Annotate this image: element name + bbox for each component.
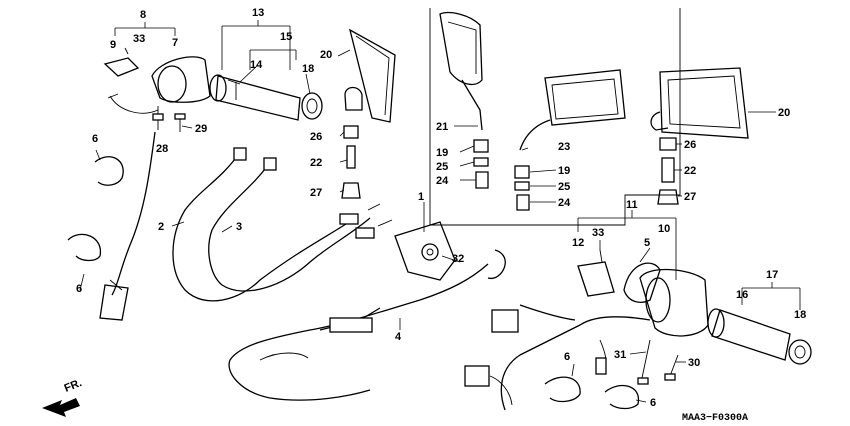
callout-18-left: 18	[302, 63, 314, 75]
right-grip	[707, 308, 812, 365]
callout-26-right: 26	[684, 139, 696, 151]
throttle-cables	[172, 147, 393, 302]
inset-left-mirror	[439, 11, 489, 189]
callout-21: 21	[436, 121, 448, 133]
callout-13: 13	[252, 7, 264, 19]
callout-6-lower-center: 6	[564, 351, 570, 363]
callout-labels: 8 9 33 7 13 15 14 18 20 29 28 6 26 22 27…	[63, 7, 807, 424]
mirror-inset-frame	[429, 8, 681, 226]
callout-17: 17	[766, 269, 778, 281]
callout-33-right: 33	[592, 227, 604, 239]
callout-3: 3	[236, 221, 242, 233]
callout-4: 4	[395, 331, 402, 343]
callout-2: 2	[158, 221, 164, 233]
callout-6-upper-left: 6	[92, 133, 98, 145]
callout-24-right: 24	[558, 197, 571, 209]
callout-1: 1	[418, 191, 424, 203]
callout-6-lower-right: 6	[650, 397, 656, 409]
callout-23: 23	[558, 141, 570, 153]
callout-32: 32	[452, 253, 464, 265]
callout-14: 14	[250, 59, 263, 71]
callout-8: 8	[140, 9, 146, 21]
diagram-code: MAA3−F0300A	[682, 413, 748, 424]
callout-31: 31	[614, 349, 626, 361]
callout-6-lower-left: 6	[76, 283, 82, 295]
right-mirror	[650, 67, 749, 205]
callout-29: 29	[195, 123, 207, 135]
clamps-left	[67, 156, 124, 262]
inset-right-mirror	[514, 69, 626, 211]
screws-left	[124, 47, 186, 132]
callout-24-left: 24	[436, 175, 449, 187]
callout-20-right: 20	[778, 107, 790, 119]
right-wire-harness	[464, 304, 651, 411]
callout-27-right: 27	[684, 191, 696, 203]
callout-19-left: 19	[436, 147, 448, 159]
callout-9: 9	[110, 39, 116, 51]
clutch-cable	[228, 249, 506, 401]
leader-lines	[79, 20, 801, 403]
throttle-grip	[209, 74, 323, 121]
right-screws	[637, 339, 679, 385]
callout-19-right: 19	[558, 165, 570, 177]
callout-11: 11	[626, 199, 638, 211]
callout-10: 10	[658, 223, 670, 235]
left-mirror	[341, 28, 396, 199]
callout-12: 12	[572, 237, 584, 249]
clamps-right	[544, 376, 639, 410]
callout-26-left: 26	[310, 131, 322, 143]
clutch-bracket	[394, 221, 456, 281]
left-wire-harness	[99, 131, 156, 321]
front-direction-arrow	[42, 398, 80, 417]
direction-label: FR.	[63, 377, 84, 395]
callout-25-right: 25	[558, 181, 570, 193]
callout-22-right: 22	[684, 165, 696, 177]
callout-20-left: 20	[320, 49, 332, 61]
callout-33-left: 33	[133, 33, 145, 45]
callout-30: 30	[688, 357, 700, 369]
right-switch-housing	[577, 249, 709, 337]
callout-25-left: 25	[436, 161, 448, 173]
callout-18-right: 18	[794, 309, 806, 321]
callout-5: 5	[644, 237, 650, 249]
callout-16: 16	[736, 289, 748, 301]
callout-28: 28	[156, 143, 168, 155]
callout-15: 15	[280, 31, 292, 43]
callout-27-left: 27	[310, 187, 322, 199]
left-switch-housing	[103, 56, 211, 114]
callout-7: 7	[172, 37, 178, 49]
callout-22-left: 22	[310, 157, 322, 169]
